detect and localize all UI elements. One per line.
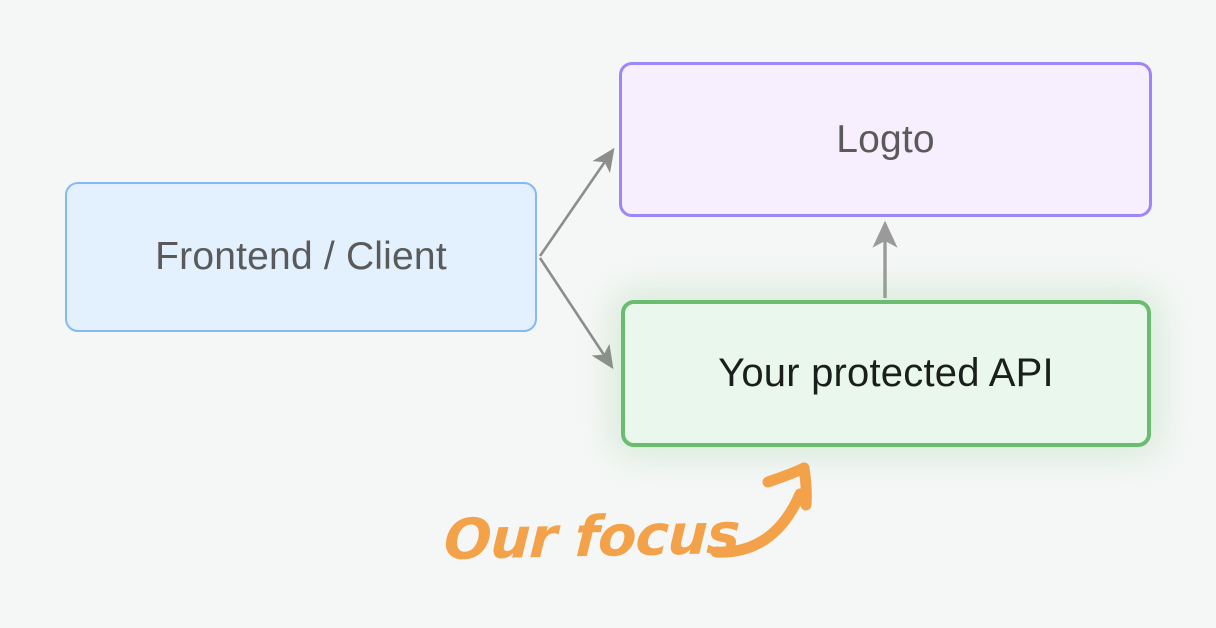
node-logto-label: Logto [836, 117, 935, 161]
node-logto[interactable]: Logto [619, 62, 1152, 217]
node-frontend-client-label: Frontend / Client [155, 235, 447, 278]
our-focus-annotation-label: Our focus [442, 501, 741, 573]
our-focus-annotation: Our focus [442, 494, 740, 580]
edge-frontend-to-logto [538, 147, 615, 257]
edge-frontend-to-api [538, 257, 614, 370]
our-focus-arrow-icon [710, 462, 812, 558]
node-protected-api-label: Your protected API [718, 351, 1054, 395]
node-protected-api[interactable]: Your protected API [621, 300, 1151, 447]
node-frontend-client[interactable]: Frontend / Client [65, 182, 537, 332]
